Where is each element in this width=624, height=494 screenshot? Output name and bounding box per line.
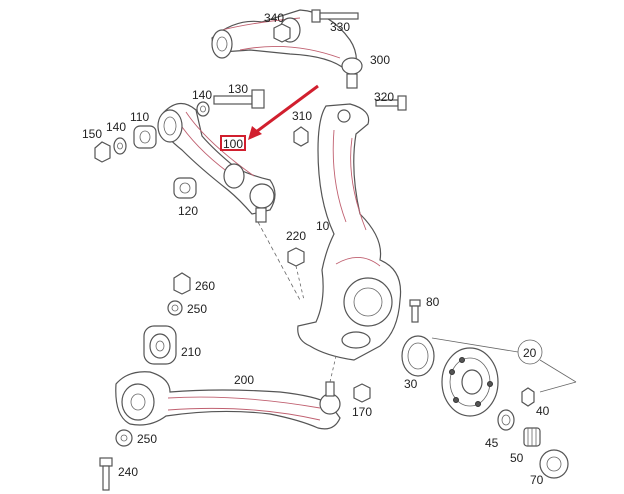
lower-control-arm-200 [115, 355, 341, 430]
bushing-210 [143, 325, 177, 365]
nut-170 [353, 383, 371, 403]
label-40: 40 [536, 404, 550, 418]
label-220: 220 [286, 229, 306, 243]
label-320: 320 [374, 90, 394, 104]
label-340: 340 [264, 11, 284, 25]
label-250-mid: 250 [187, 302, 207, 316]
group-bracket-20 [431, 337, 577, 393]
bolt-320 [375, 95, 407, 111]
label-20: 20 [523, 346, 537, 360]
label-100: 100 [223, 137, 243, 151]
bolt-130 [213, 89, 265, 109]
bushing-120 [173, 177, 197, 199]
label-110: 110 [130, 110, 149, 124]
nut-150 [94, 141, 111, 163]
label-310: 310 [292, 109, 312, 123]
label-70: 70 [530, 473, 544, 487]
label-300: 300 [370, 53, 390, 67]
control-arm-100 [157, 102, 301, 301]
cap-70 [539, 449, 569, 479]
bolt-240 [99, 457, 113, 491]
label-50: 50 [510, 451, 524, 465]
washer-45 [497, 409, 515, 431]
washer-140-top [196, 101, 210, 117]
label-250-low: 250 [137, 432, 157, 446]
nut-40 [521, 387, 535, 407]
label-80: 80 [426, 295, 440, 309]
washer-250-mid [167, 300, 183, 316]
label-140-left: 140 [106, 120, 126, 134]
steering-knuckle-10 [297, 103, 402, 361]
nut-220 [287, 247, 305, 301]
nut-310 [293, 126, 309, 147]
label-260: 260 [195, 279, 215, 293]
bushing-110 [133, 125, 157, 149]
washer-250-low [115, 429, 133, 447]
label-45: 45 [485, 436, 499, 450]
nut-260 [173, 272, 191, 295]
label-210: 210 [181, 345, 201, 359]
label-10: 10 [316, 219, 330, 233]
label-170: 170 [352, 405, 372, 419]
highlight-callout [220, 84, 319, 151]
shield-30 [401, 335, 435, 377]
nut-340 [273, 23, 291, 43]
label-120: 120 [178, 204, 198, 218]
label-240: 240 [118, 465, 138, 479]
label-200: 200 [234, 373, 254, 387]
bolt-80 [409, 299, 421, 323]
label-130: 130 [228, 82, 248, 96]
wheel-hub [441, 347, 499, 417]
collar-50 [523, 427, 541, 447]
bolt-330 [311, 9, 359, 23]
washer-140-left [113, 137, 127, 155]
label-330: 330 [330, 20, 350, 34]
label-150: 150 [82, 127, 102, 141]
label-30: 30 [404, 377, 418, 391]
label-140-top: 140 [192, 88, 212, 102]
